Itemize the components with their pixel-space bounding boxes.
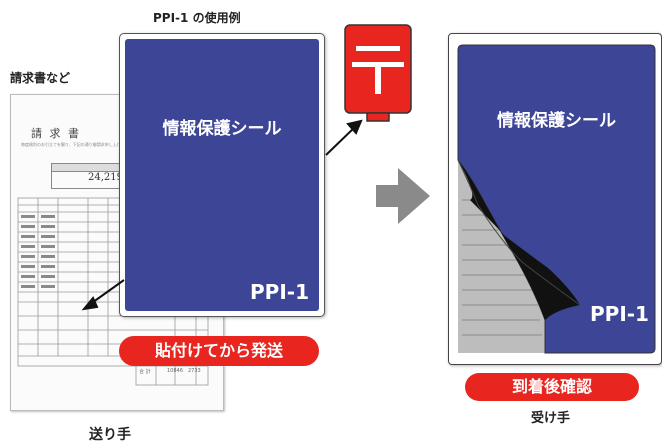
revealed-lines xyxy=(462,199,542,336)
right-action-badge: 到着後確認 xyxy=(465,373,639,401)
usage-example-title: PPI-1 の使用例 xyxy=(153,11,241,25)
sender-label: 送り手 xyxy=(89,427,131,443)
invoice-amount: 24,219 xyxy=(88,172,123,183)
invoice-total-label: 合 計 xyxy=(139,369,151,375)
mailbox-icon xyxy=(344,24,412,122)
left-seal: 情報保護シール PPI-1 xyxy=(119,33,325,317)
left-action-badge: 貼付けてから発送 xyxy=(119,336,319,366)
left-seal-text: 情報保護シール xyxy=(162,119,282,139)
invoice-heading: 請 求 書 xyxy=(31,127,81,140)
peeled-flap xyxy=(458,160,580,320)
invoice-intro: 毎度格別のお引立てを賜り、下記の通り御請求申し上げます。 xyxy=(21,142,131,147)
right-seal-code: PPI-1 xyxy=(590,302,649,326)
invoice-total-value-2: 2733 xyxy=(188,368,201,374)
right-seal-text: 情報保護シール xyxy=(497,111,616,131)
left-seal-code: PPI-1 xyxy=(250,280,309,304)
receiver-label: 受け手 xyxy=(531,411,571,426)
right-seal-svg xyxy=(457,44,656,354)
invoice-rows-text xyxy=(21,215,55,288)
right-seal xyxy=(457,44,656,354)
invoice-total-value-1: 10846 xyxy=(167,368,183,374)
invoice-label: 請求書など xyxy=(10,71,71,85)
